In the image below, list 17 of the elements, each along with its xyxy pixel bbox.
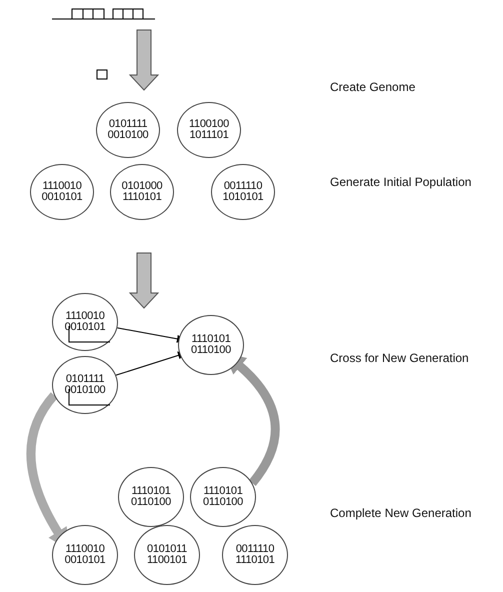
bit-string: 1110010 0010101 <box>40 181 84 203</box>
bit-string: 1110101 0110100 <box>130 486 172 508</box>
bit-string: 0101011 1100101 <box>146 544 188 566</box>
step-label: Cross for New Generation <box>330 351 469 365</box>
step-label: Complete New Generation <box>330 506 472 520</box>
bit-string: 0011110 1010101 <box>222 181 264 203</box>
bit-string: 0101111 0010100 <box>106 119 150 141</box>
bit-string: 0101000 1110101 <box>120 181 164 203</box>
bit-string: 0101111 0010100 <box>64 374 106 396</box>
bit-string: 1100100 1011101 <box>188 119 230 141</box>
step-label: Create Genome <box>330 80 416 94</box>
bit-string: 1110101 0110100 <box>202 486 244 508</box>
step-label: Generate Initial Population <box>330 175 472 189</box>
bit-string: 1110010 0010101 <box>64 311 106 333</box>
bit-string: 0011110 1110101 <box>234 544 276 566</box>
bit-string: 1110010 0010101 <box>64 544 106 566</box>
bit-string: 1110101 0110100 <box>190 334 232 356</box>
